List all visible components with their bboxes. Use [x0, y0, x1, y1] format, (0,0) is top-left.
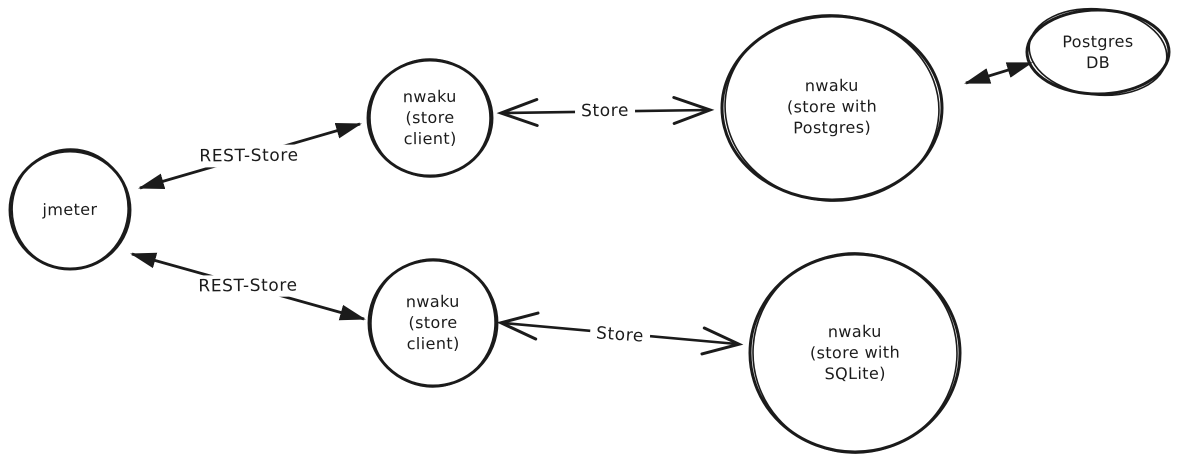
store-bottom-edge-label: Store: [589, 321, 651, 349]
nwaku-store-sqlite-label: nwaku (store with SQLite): [809, 321, 901, 384]
nwaku-store-sqlite-shape: [748, 252, 962, 454]
nwaku-postgres-link-edge: [964, 61, 1033, 85]
rest-store-top-edge-label: REST-Store: [193, 144, 305, 168]
nwaku-store-client-top-label: nwaku (store client): [402, 86, 457, 149]
rest-store-bottom-edge-label: REST-Store: [192, 274, 304, 298]
jmeter-node-shape: [8, 148, 132, 271]
nwaku-store-client-bottom-label: nwaku (store client): [405, 291, 460, 354]
nwaku-store-postgres-shape: [720, 14, 944, 202]
jmeter-node-label: jmeter: [42, 199, 98, 220]
nwaku-store-client-top-shape: [366, 58, 494, 178]
postgres-db-label: Postgres DB: [1062, 31, 1134, 73]
store-top-edge-label: Store: [574, 99, 636, 123]
postgres-db-shape: [1025, 7, 1171, 97]
nwaku-store-postgres-label: nwaku (store with Postgres): [786, 75, 878, 138]
